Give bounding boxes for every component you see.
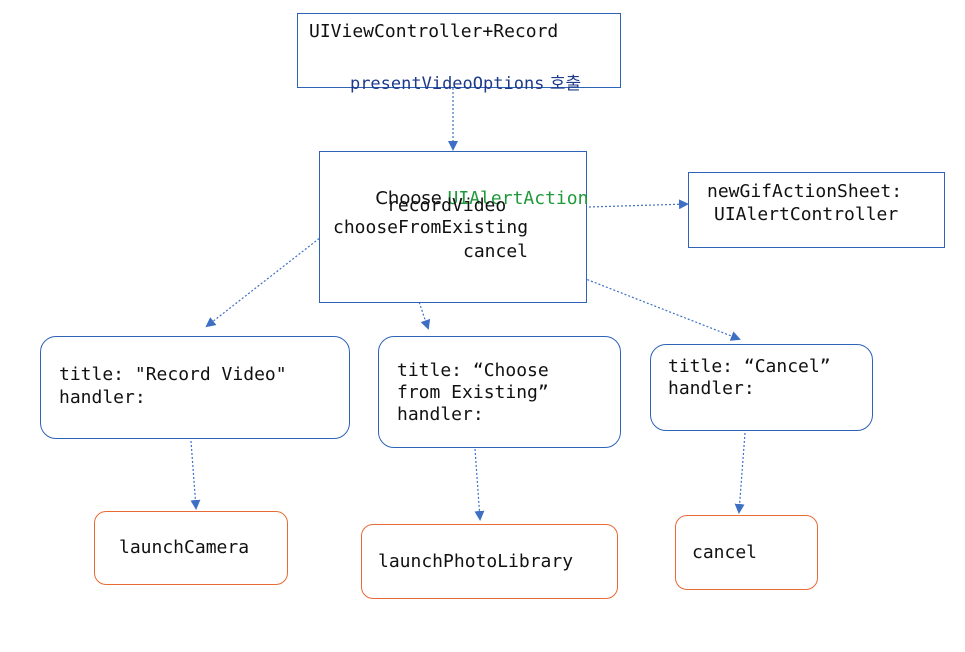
node-title-line: title: “Choose <box>397 360 549 381</box>
result-launch-photo-library: launchPhotoLibrary <box>361 524 618 599</box>
node-title-line: title: “Cancel” <box>668 356 831 377</box>
choose-heading: Choose UIAlertAction <box>332 166 588 232</box>
result-cancel: cancel <box>675 515 818 590</box>
action-record-video: recordVideo <box>387 195 507 216</box>
method-name: presentVideoOptions <box>349 74 545 94</box>
arrow-choose-to-sheet <box>588 199 689 210</box>
action-node-record-video: title: "Record Video" handler: <box>40 336 350 439</box>
action-cancel: cancel <box>463 241 529 262</box>
choose-prefix: Choose <box>375 188 448 209</box>
arrow-node2-to-result <box>474 448 485 521</box>
top-box-title: UIViewController+Record <box>309 21 559 42</box>
alert-action-type: UIAlertAction <box>447 188 589 209</box>
node-title-line: title: "Record Video" <box>59 364 287 385</box>
arrow-node1-to-result <box>190 440 201 510</box>
action-choose-existing: chooseFromExisting <box>333 217 529 238</box>
node-title-line-2: from Existing” <box>397 382 549 403</box>
top-box: UIViewController+Record presentVideoOpti… <box>297 13 621 94</box>
call-suffix: 호출 <box>544 74 582 94</box>
node-handler-line: handler: <box>59 387 146 408</box>
choose-action-box: Choose UIAlertAction recordVideo chooseF… <box>319 151 588 303</box>
node-handler-line: handler: <box>668 378 755 399</box>
node-handler-line: handler: <box>397 404 484 425</box>
top-box-call-line: presentVideoOptions 호출 <box>309 51 581 117</box>
result-label: cancel <box>692 542 758 563</box>
result-label: launchCamera <box>119 537 250 558</box>
sheet-type: UIAlertController <box>714 204 899 225</box>
result-label: launchPhotoLibrary <box>378 551 574 572</box>
result-launch-camera: launchCamera <box>94 511 288 585</box>
action-sheet-box: newGifActionSheet: UIAlertController <box>688 172 945 248</box>
arrow-node3-to-result <box>734 432 746 514</box>
action-node-choose-existing: title: “Choose from Existing” handler: <box>378 336 621 448</box>
sheet-variable: newGifActionSheet: <box>707 181 903 202</box>
action-node-cancel: title: “Cancel” handler: <box>650 344 873 431</box>
